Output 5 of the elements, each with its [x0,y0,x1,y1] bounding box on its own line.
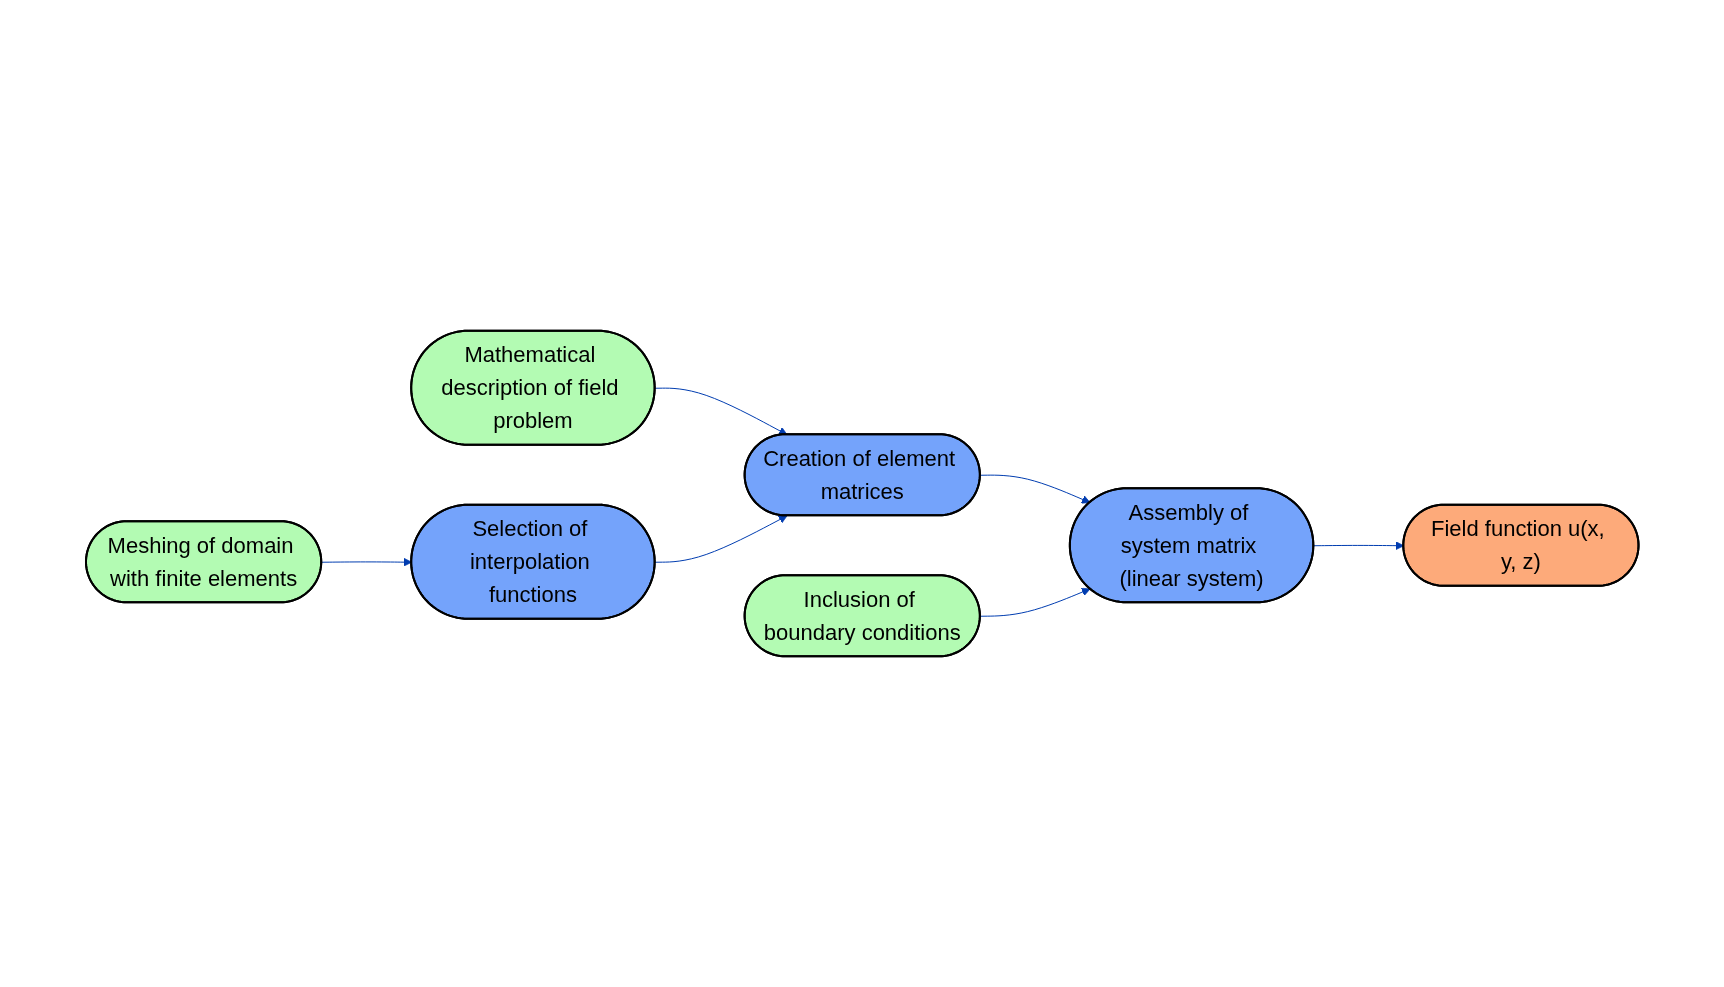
arrow [979,474,1091,504]
arrow [654,387,788,436]
arrow [654,515,788,563]
arrow [1313,541,1404,551]
arrow [979,587,1091,617]
